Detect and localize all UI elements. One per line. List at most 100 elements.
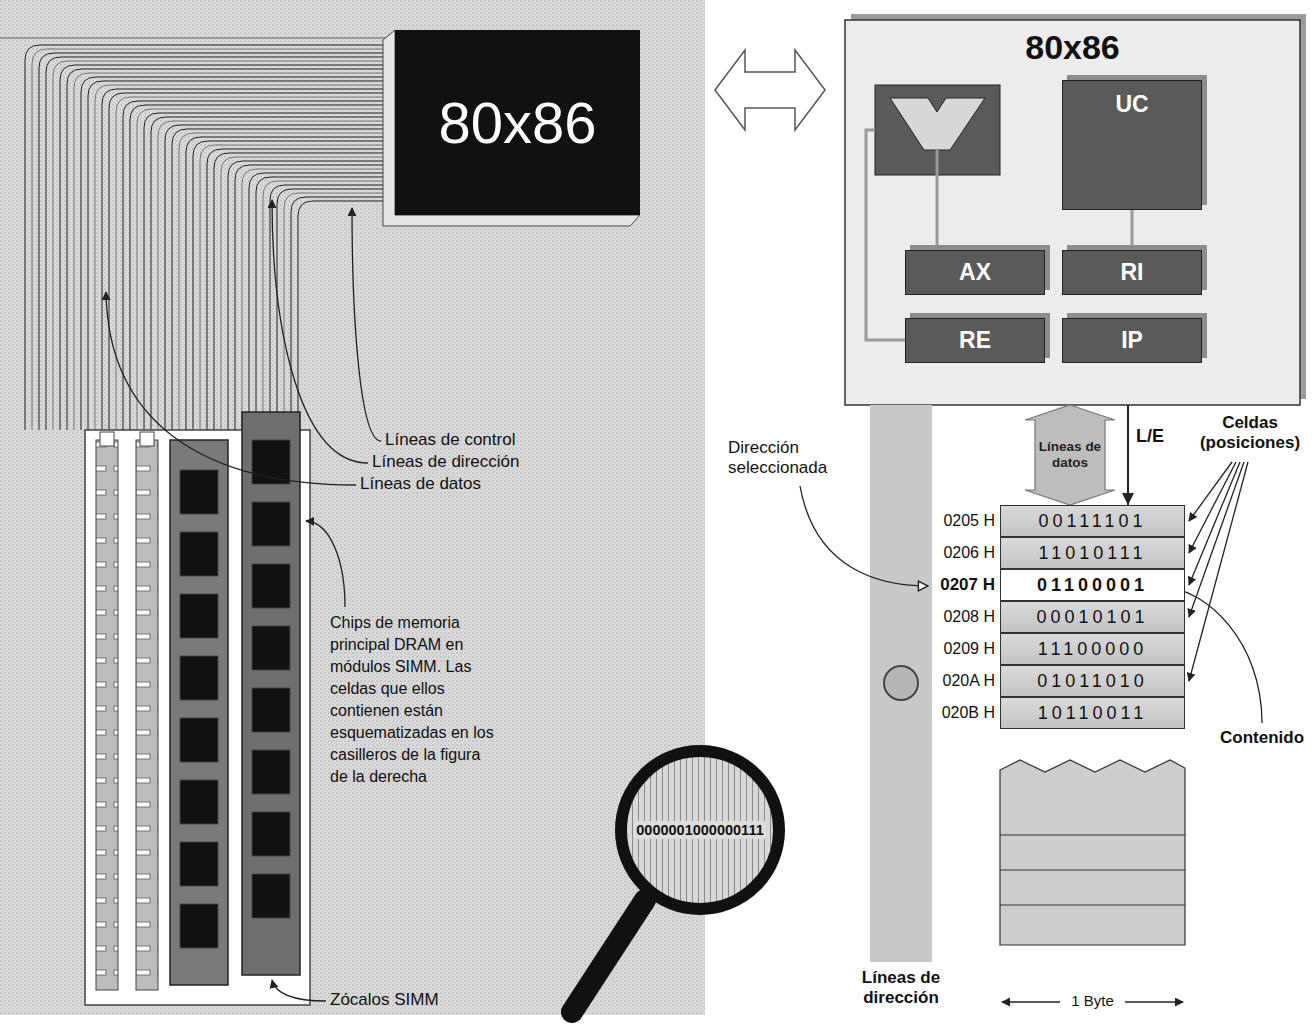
register-name: AX xyxy=(959,259,991,286)
bus-wire xyxy=(270,185,395,430)
cell-content: 11100000 xyxy=(1038,639,1147,660)
bus-wire xyxy=(32,49,395,430)
bus-wire xyxy=(172,129,395,430)
bus-wire xyxy=(298,201,395,430)
simm-module xyxy=(242,412,300,975)
leader-lines xyxy=(106,200,381,1001)
cell-content: 10110011 xyxy=(1038,703,1147,724)
memory-cell: 0208 H00010101 xyxy=(1000,601,1185,633)
callout-label: 1 Byte xyxy=(1065,992,1120,1010)
panel-edge xyxy=(0,38,392,39)
bus-wire xyxy=(277,189,395,430)
simm-module xyxy=(170,440,228,985)
register-box: RE xyxy=(905,318,1045,363)
bus-wire xyxy=(179,133,395,430)
memory-cell: 020B H10110011 xyxy=(1000,697,1185,729)
bus-wire xyxy=(67,69,395,430)
bus-label: Líneas de datos xyxy=(1037,439,1103,471)
bus-wire xyxy=(263,181,395,430)
bus-wire xyxy=(60,65,395,430)
bus-wire xyxy=(53,61,395,430)
simm-latch xyxy=(100,432,114,446)
cell-content: 01011010 xyxy=(1037,671,1148,692)
memory-rows xyxy=(1000,835,1185,905)
magnifier-lens: 0000001000000111 xyxy=(615,745,785,915)
bus-wire xyxy=(130,105,395,430)
bus-wire xyxy=(186,137,395,430)
bus-wire xyxy=(151,117,395,430)
bus-wire xyxy=(123,101,395,430)
register-name: RI xyxy=(1121,259,1144,286)
simm-socket xyxy=(136,440,158,990)
chip-bevel xyxy=(383,30,640,226)
memory-stack xyxy=(1000,760,1185,945)
memory-address: 0207 H xyxy=(940,575,995,595)
memory-address: 0205 H xyxy=(943,512,995,530)
bus-wire xyxy=(249,173,395,430)
internal-wire xyxy=(1131,210,1134,250)
callout-label: Líneas de dirección xyxy=(372,452,582,472)
register-box: IP xyxy=(1062,318,1202,363)
callout-label: Dirección seleccionada xyxy=(728,438,856,478)
memory-cell: 020A H01011010 xyxy=(1000,665,1185,697)
bus-wire xyxy=(137,109,395,430)
bus-wire xyxy=(193,141,395,430)
bus-wire xyxy=(88,81,395,430)
cell-content: 01100001 xyxy=(1037,575,1148,596)
left-panel xyxy=(0,0,705,1015)
simm-latch xyxy=(140,432,154,446)
cpu-housing xyxy=(845,20,1300,405)
cell-content: 00010101 xyxy=(1036,607,1148,628)
simm-socket xyxy=(96,440,118,990)
dram-chips xyxy=(180,440,290,948)
bus-wire xyxy=(81,77,395,430)
bit-pattern: 0000001000000111 xyxy=(634,821,765,839)
bus-wire xyxy=(228,161,395,430)
callout-label: Líneas de datos xyxy=(360,474,560,494)
memory-address: 0208 H xyxy=(943,608,995,626)
memory-cell: 0207 H01100001 xyxy=(1000,569,1185,601)
callout-label: Contenido xyxy=(1220,728,1310,748)
bus-wire xyxy=(207,149,395,430)
lens-ring xyxy=(621,751,779,909)
address-bus-bar xyxy=(870,405,932,962)
processor-chip: 80x86 xyxy=(395,30,640,215)
memory-cell: 0205 H00111101 xyxy=(1000,505,1185,537)
bus-wire xyxy=(256,177,395,430)
alu-wire xyxy=(866,130,905,340)
memory-address: 020B H xyxy=(942,704,995,722)
block-heading: 80x86 xyxy=(1025,28,1120,67)
register-box: AX xyxy=(905,250,1045,295)
bus-wire xyxy=(39,53,395,430)
alu-wire xyxy=(936,150,939,250)
memory-cell: 0209 H11100000 xyxy=(1000,633,1185,665)
bus-wire xyxy=(95,85,395,430)
cell-content: 11010111 xyxy=(1038,543,1146,564)
bus-wire xyxy=(200,145,395,430)
alu-symbol xyxy=(890,98,985,150)
memory-cell: 0206 H11010111 xyxy=(1000,537,1185,569)
bus-wire xyxy=(102,89,395,430)
chip-label: 80x86 xyxy=(438,89,596,156)
callout-label: Líneas de dirección xyxy=(846,968,956,1008)
register-name: IP xyxy=(1121,327,1143,354)
callout-label: Celdas (posiciones) xyxy=(1190,413,1310,453)
hollow-double-arrow xyxy=(715,50,825,130)
register-box: RI xyxy=(1062,250,1202,295)
cell-content: 00111101 xyxy=(1038,511,1146,532)
bus-wire xyxy=(25,45,395,430)
bus-wire xyxy=(144,113,395,430)
register-box: UC xyxy=(1062,80,1202,210)
bus-wire xyxy=(158,121,395,430)
bus-wire xyxy=(291,197,395,430)
data-bus-arrow xyxy=(1025,405,1115,505)
bus-wires xyxy=(25,45,395,430)
callout-label: Zócalos SIMM xyxy=(330,990,490,1010)
bus-wire xyxy=(221,157,395,430)
bus-wire xyxy=(235,165,395,430)
register-name: UC xyxy=(1115,91,1148,118)
bus-wire xyxy=(284,193,395,430)
memory-address: 0206 H xyxy=(943,544,995,562)
zoom-spot xyxy=(884,666,918,700)
